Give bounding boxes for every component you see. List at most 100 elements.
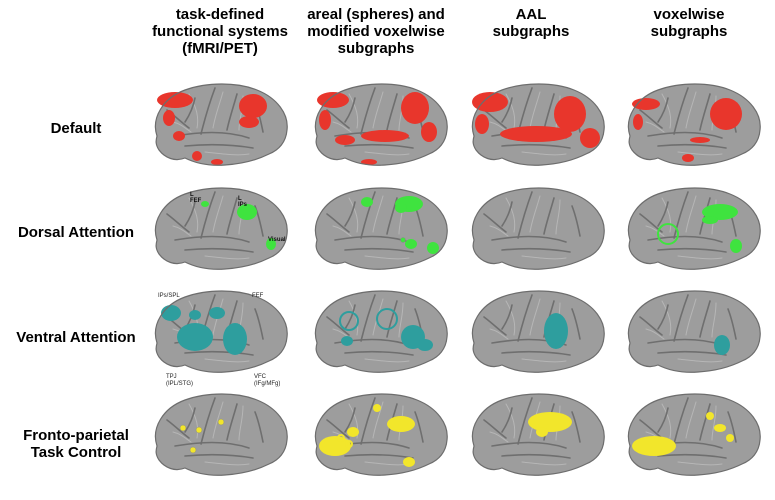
sulcus-line — [501, 304, 513, 330]
sphere-outline — [657, 223, 679, 245]
gyrus-highlight — [677, 151, 723, 156]
gyrus-highlight — [172, 225, 192, 237]
sulcus-line — [647, 131, 723, 139]
sulcus-line — [226, 403, 238, 441]
label-vfc: VFC (IFg/MFg) — [254, 374, 281, 387]
sulcus-line — [344, 201, 356, 227]
gyrus-highlight — [505, 300, 516, 336]
gyrus-highlight — [505, 93, 516, 129]
brain-edge — [154, 83, 288, 166]
activation-region — [173, 131, 185, 141]
gyrus-highlight — [645, 121, 665, 133]
activation-region — [690, 137, 710, 143]
sulcus-line — [673, 397, 689, 445]
gyrus-highlight — [677, 461, 723, 466]
sulcus-line — [639, 316, 663, 336]
brain-edge — [154, 290, 288, 373]
sulcus-line — [344, 143, 414, 149]
sulcus-line — [174, 235, 250, 243]
activation-region — [632, 436, 676, 456]
sulcus-line — [344, 304, 356, 330]
sulcus-line — [673, 294, 689, 342]
brain-cell-r2-c3 — [618, 285, 768, 380]
brain-cell-r2-c0 — [145, 285, 295, 380]
activation-region — [223, 323, 247, 355]
activation-dot — [189, 446, 197, 454]
brain-surface-image — [314, 83, 448, 166]
sulcus-line — [200, 87, 216, 135]
activation-region — [702, 204, 738, 220]
activation-region — [395, 203, 407, 213]
row-label-ventral-attention: Ventral Attention — [16, 329, 136, 346]
sulcus-line — [673, 87, 689, 135]
brain-surface-image — [314, 187, 448, 270]
sulcus-line — [657, 97, 669, 123]
column-header-areal-spheres: areal (spheres) and modified voxelwise s… — [307, 6, 445, 57]
gyrus-highlight — [212, 91, 224, 129]
sulcus-line — [184, 453, 254, 459]
gyrus-highlight — [711, 405, 717, 441]
sulcus-line — [639, 109, 663, 129]
sulcus-line — [326, 109, 350, 129]
brain-cell-r2-c1 — [305, 285, 455, 380]
sulcus-line — [184, 407, 196, 433]
activation-region — [335, 135, 355, 145]
sulcus-line — [360, 397, 376, 445]
gyrus-highlight — [204, 461, 250, 466]
sulcus-line — [727, 411, 737, 443]
activation-region — [237, 204, 257, 220]
gyrus-highlight — [172, 121, 192, 133]
brain-surface-image — [154, 393, 288, 476]
brain-cell-r3-c1 — [305, 388, 455, 483]
sulcus-line — [673, 191, 689, 239]
sulcus-line — [184, 247, 254, 253]
brain-edge — [314, 187, 448, 270]
row-label-dorsal-attention: Dorsal Attention — [17, 224, 135, 241]
activation-region — [706, 412, 714, 420]
column-header-task-defined: task-defined functional systems (fMRI/PE… — [152, 6, 288, 57]
sulcus-line — [414, 411, 424, 443]
activation-region — [157, 92, 193, 108]
activation-dot — [179, 424, 187, 432]
sulcus-line — [517, 294, 533, 342]
brain-surface-image — [471, 290, 605, 373]
sulcus-line — [727, 308, 737, 340]
brain-surface-image — [314, 393, 448, 476]
activation-region — [580, 128, 600, 148]
sulcus-line — [491, 235, 567, 243]
brain-cell-r3-c2 — [462, 388, 612, 483]
sulcus-line — [571, 411, 581, 443]
sulcus-line — [517, 191, 533, 239]
activation-region — [536, 427, 548, 437]
gyrus-highlight — [348, 197, 359, 233]
brain-cell-r0-c0 — [145, 78, 295, 173]
activation-region — [319, 110, 331, 130]
gyrus-highlight — [212, 195, 224, 233]
sulcus-line — [386, 93, 398, 131]
sulcus-line — [501, 143, 571, 149]
column-header-voxelwise: voxelwise subgraphs — [650, 6, 728, 40]
sulcus-line — [483, 316, 507, 336]
gyrus-highlight — [372, 195, 384, 233]
gyrus-highlight — [489, 328, 509, 340]
sulcus-line — [699, 403, 711, 441]
sulcus-line — [360, 87, 376, 135]
activation-dot — [217, 418, 225, 426]
label-tpj: TPJ (IPL/STG) — [166, 374, 194, 387]
activation-region — [373, 404, 381, 412]
activation-region — [189, 310, 201, 320]
gyrus-highlight — [364, 358, 410, 363]
sphere-outline — [345, 440, 353, 448]
brain-surface-image — [627, 83, 761, 166]
activation-region — [702, 216, 718, 224]
sulcus-line — [184, 350, 254, 356]
gyrus-highlight — [685, 91, 697, 129]
gyrus-highlight — [521, 255, 567, 260]
brain-edge — [471, 290, 605, 373]
brain-cell-r2-c2 — [462, 285, 612, 380]
brain-surface-image — [154, 187, 288, 270]
activation-dot — [400, 237, 406, 243]
activation-region — [177, 323, 213, 351]
brain-edge — [471, 83, 605, 166]
sulcus-line — [657, 407, 669, 433]
